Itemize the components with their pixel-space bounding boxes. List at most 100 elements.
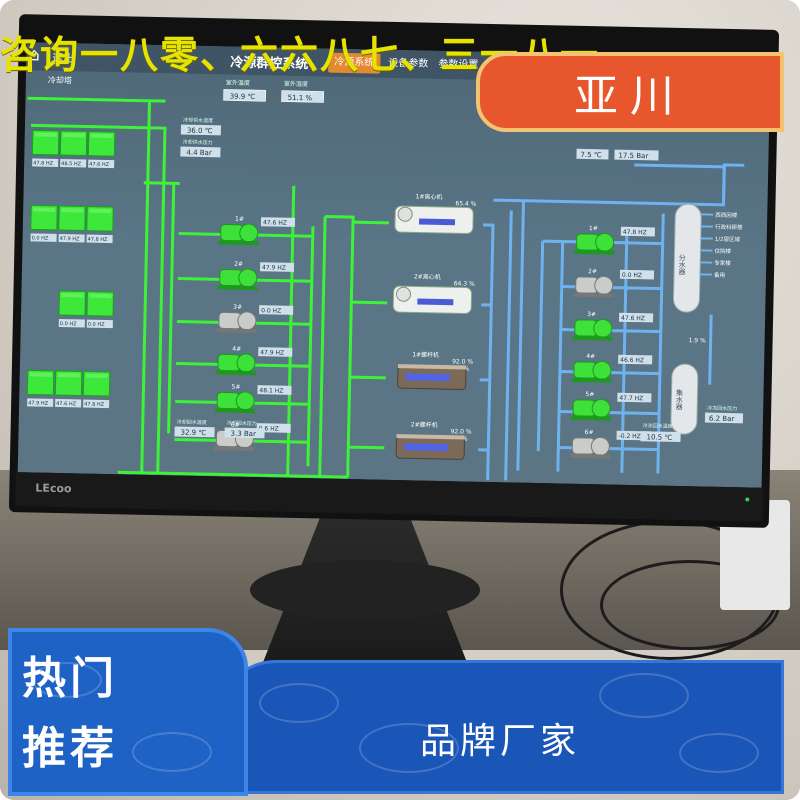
cooling-tower-fan xyxy=(89,208,112,214)
cooling-pump-impeller xyxy=(237,311,257,331)
chilled-return-press-value: 6.2 Bar xyxy=(709,415,735,424)
cooling-pump-impeller xyxy=(235,391,255,411)
chilled-pump-hz-box xyxy=(618,312,654,323)
cooling-pump-name: 2# xyxy=(234,261,243,268)
cooling-pumps: 1#47.6 HZ2#47.9 HZ3#0.0 HZ4#47.9 HZ5#48.… xyxy=(214,216,296,452)
cooling-pipe xyxy=(318,216,327,477)
tower-hz-box xyxy=(27,398,54,407)
wave-pattern xyxy=(679,733,759,773)
plant-diagram: 冷却塔 室外温度 39.9 ℃ 室外湿度 51.1 % 冷却供水温度 36.0 … xyxy=(26,75,745,481)
cooling-supply-temp-value: 36.0 ℃ xyxy=(187,127,213,136)
chilled-pipe xyxy=(634,163,726,205)
tower-hz-box xyxy=(60,158,87,168)
branch-label: 行政科研楼 xyxy=(715,223,743,232)
cooling-pump-hz: 47.9 HZ xyxy=(262,264,286,271)
cooling-return-temp-label: 冷却回水温度 xyxy=(177,418,207,426)
chilled-pump-hz-box xyxy=(619,269,655,280)
hot-recommend-line2: 推荐 xyxy=(22,723,118,774)
cooling-pipe xyxy=(30,123,167,474)
chilled-pipe xyxy=(516,200,526,471)
brand-badge: 亚川 xyxy=(476,52,784,132)
tower-hz-box xyxy=(83,399,110,409)
cooling-pump-base xyxy=(214,446,255,452)
tower-hz-box xyxy=(58,318,85,328)
chiller-top xyxy=(397,364,467,370)
cooling-pipe xyxy=(349,375,386,380)
wave-pattern xyxy=(599,673,689,718)
branch-label: 备用 xyxy=(714,271,725,279)
tower-hz-value: 47.9 HZ xyxy=(60,236,81,242)
chilled-pipe xyxy=(556,241,565,472)
outdoor-temp-label: 室外温度 xyxy=(226,78,250,87)
cooling-pump-name: 1# xyxy=(235,216,244,223)
chilled-pump-name: 6# xyxy=(585,429,594,436)
brand-subtitle: 品牌厂家 xyxy=(420,721,581,762)
chilled-pump-impeller xyxy=(592,360,612,380)
cooling-pipe xyxy=(306,226,315,467)
supply-header-label: 分水器 xyxy=(678,253,686,276)
tower-hz-box xyxy=(88,159,115,169)
chilled-pump-name: 3# xyxy=(587,311,596,318)
cooling-pump-hz-box xyxy=(259,305,294,315)
tower-hz-box xyxy=(58,233,85,243)
chilled-supply-temp-value: 7.5 ℃ xyxy=(580,151,602,159)
cooling-supply-temp-label: 冷却供水温度 xyxy=(183,117,213,125)
chilled-return-temp-box xyxy=(640,431,681,443)
return-header-tank xyxy=(670,363,699,435)
chilled-pump-impeller xyxy=(591,398,611,418)
monitor-brand-logo: LEcoo xyxy=(35,481,72,496)
cooling-tower-fan xyxy=(34,132,57,137)
chilled-pipe xyxy=(656,213,665,474)
chilled-pump-hz: -0.2 HZ xyxy=(619,433,641,440)
cooling-tower-fan xyxy=(90,133,113,139)
cooling-pipe xyxy=(351,300,388,305)
cooling-pipe xyxy=(325,215,355,478)
monitor: ⌂ 退出 冷源群控系统 冷源系统 设备参数 参数设置 历史 冷却塔 室外温度 3… xyxy=(8,14,780,528)
cooling-supply-press-label: 冷却供水压力 xyxy=(183,139,213,147)
chilled-supply-press-box xyxy=(614,149,659,161)
wave-pattern xyxy=(259,683,339,723)
chiller-name: 1#螺杆机 xyxy=(412,350,439,359)
outdoor-temp-box xyxy=(223,89,267,102)
brand-banner xyxy=(216,660,784,794)
cooling-pipe xyxy=(140,100,152,473)
chilled-pump-hz: 47.6 HZ xyxy=(621,315,645,322)
chiller-panel xyxy=(417,298,454,306)
chilled-pump-hz: 0.0 HZ xyxy=(622,272,642,279)
chilled-pump-impeller xyxy=(590,436,610,456)
chiller-panel xyxy=(418,218,456,226)
scada-screen: ⌂ 退出 冷源群控系统 冷源系统 设备参数 参数设置 历史 冷却塔 室外温度 3… xyxy=(17,42,771,488)
cooling-pump-hz-box xyxy=(258,347,293,357)
cooling-pump-hz-box xyxy=(256,423,291,433)
chiller-top xyxy=(396,434,465,440)
chilled-return-temp-label: 冷冻回水温度 xyxy=(643,422,673,430)
bypass-value: 1.9 % xyxy=(689,337,707,344)
cooling-pump-impeller xyxy=(238,268,258,288)
cooling-pump-hz: 47.9 HZ xyxy=(260,349,284,356)
chilled-pump-base xyxy=(570,415,611,421)
cooling-return-press-label: 冷却回水压力 xyxy=(227,420,257,428)
cooling-pump-hz-box xyxy=(260,217,296,227)
chilled-pipe xyxy=(536,241,545,452)
chiller-compressor xyxy=(396,286,412,302)
outdoor-humid-value: 51.1 % xyxy=(288,94,313,103)
chilled-supply-temp-box xyxy=(576,148,609,160)
chilled-pump-hz-box xyxy=(620,226,655,237)
chilled-pipe xyxy=(482,223,495,481)
wave-pattern xyxy=(359,723,459,773)
tower-hz-value: 0.0 HZ xyxy=(32,235,49,241)
cooling-tower-label: 冷却塔 xyxy=(48,75,72,86)
cooling-pipe xyxy=(352,220,390,225)
chilled-pump-base xyxy=(570,453,611,459)
cooling-pipe xyxy=(167,183,176,434)
cooling-pump-base xyxy=(218,240,259,246)
tower-hz-value: 0.0 HZ xyxy=(88,322,105,328)
cooling-pump-base xyxy=(215,408,256,414)
cooling-pipe xyxy=(27,96,166,103)
cooling-supply-temp-box xyxy=(180,124,222,136)
chiller-panel xyxy=(404,443,449,452)
tower-hz-box xyxy=(55,398,82,408)
